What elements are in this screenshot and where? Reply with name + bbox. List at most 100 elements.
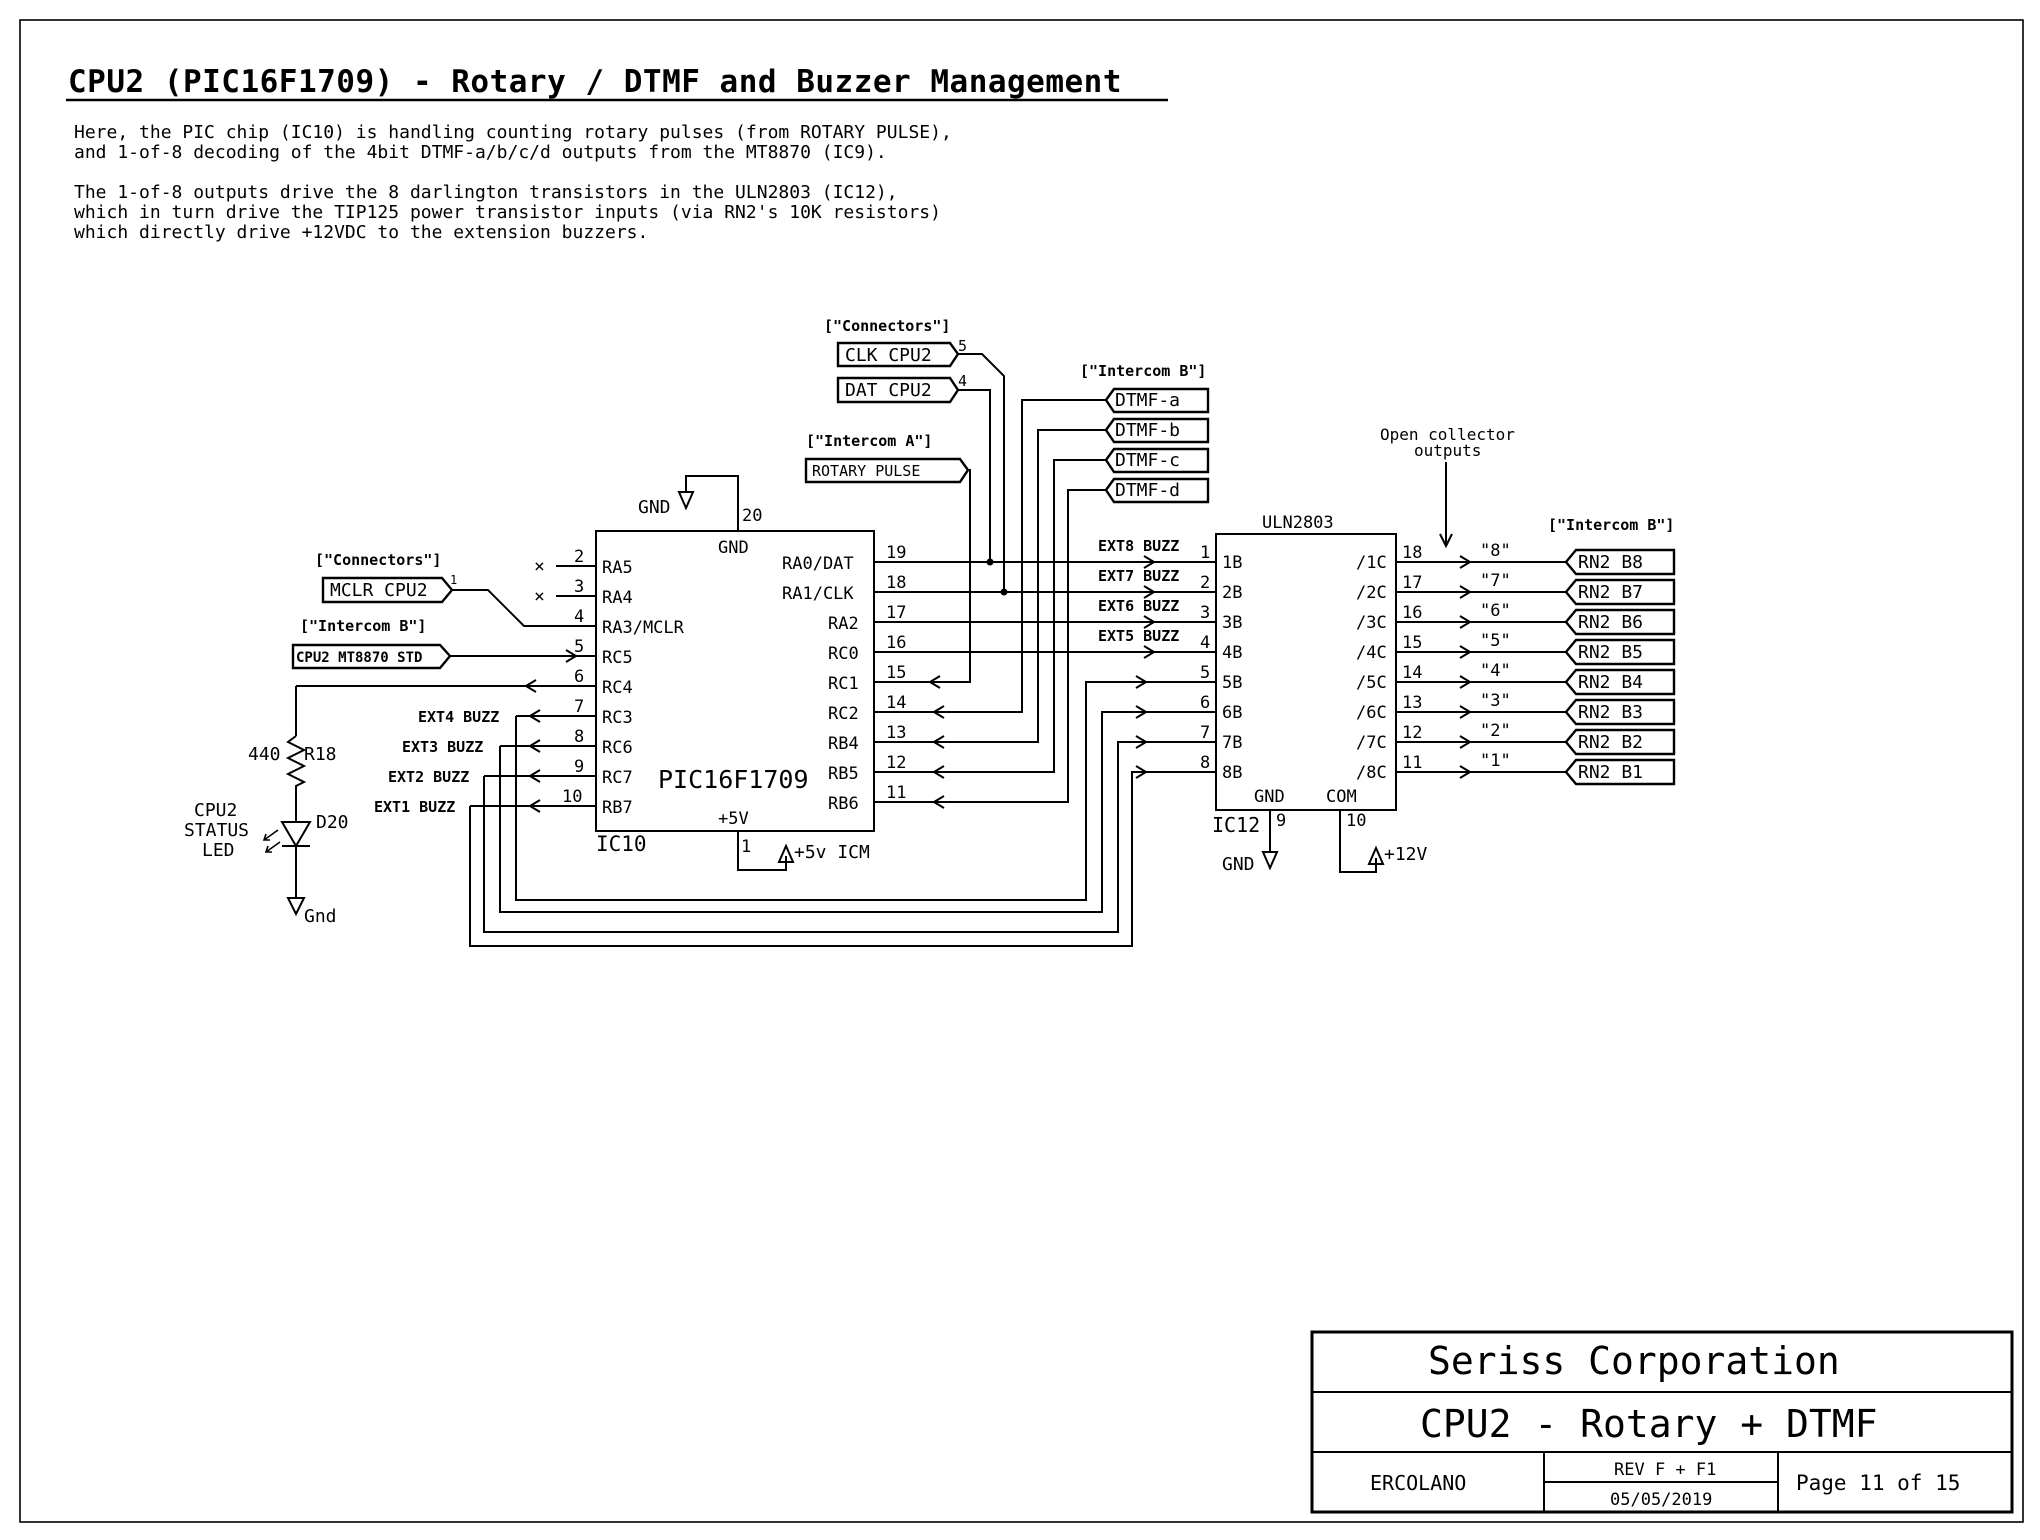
ic12-com-pin: 10: [1346, 811, 1366, 831]
r18-value: 440: [248, 744, 281, 765]
rotary-pulse-port[interactable]: ROTARY PULSE: [804, 457, 970, 484]
mclr-cpu2-pin: 1: [450, 573, 457, 587]
rn2-b1-port[interactable]: RN2 B1: [1564, 758, 1676, 786]
led-label-line2: STATUS: [184, 820, 249, 841]
dat-cpu2-label: DAT CPU2: [845, 380, 932, 401]
dat-cpu2-pin: 4: [958, 372, 967, 390]
svg-text:RN2 B7: RN2 B7: [1578, 582, 1643, 603]
ic12-pin-2c[interactable]: 17/2C"7": [1356, 571, 1566, 603]
net-ext2-buzz: EXT2 BUZZ: [388, 768, 469, 786]
ic10-pin-ra5[interactable]: 2 RA5: [556, 547, 633, 578]
mt8870-std-label: CPU2 MT8870 STD: [296, 650, 422, 666]
svg-text:8: 8: [574, 727, 584, 747]
svg-text:17: 17: [1402, 573, 1422, 593]
sheet-title: CPU2 (PIC16F1709) - Rotary / DTMF and Bu…: [68, 64, 1122, 100]
svg-text:4B: 4B: [1222, 643, 1242, 663]
arrow-rb7: [528, 799, 541, 813]
ic10-pin-rb5[interactable]: 12 RB5: [828, 753, 914, 784]
dtmf-b-port[interactable]: DTMF-b: [1104, 417, 1210, 444]
net-ext7-buzz: EXT7 BUZZ: [1098, 567, 1179, 585]
ic10-pin-ra4[interactable]: 3 RA4: [556, 577, 633, 608]
dtmf-d-label: DTMF-d: [1115, 480, 1180, 501]
r18-ref: R18: [304, 744, 337, 765]
dtmf-a-port[interactable]: DTMF-a: [1104, 387, 1210, 414]
svg-text:RB5: RB5: [828, 764, 859, 784]
ic12-pin-3c[interactable]: 16/3C"6": [1356, 601, 1566, 633]
ic10-pin-rc5[interactable]: 5 RC5: [450, 637, 633, 668]
ic10-ra4-nc-mark: ×: [534, 586, 545, 607]
rn2-b4-port[interactable]: RN2 B4: [1564, 668, 1676, 696]
dtmf-d-port[interactable]: DTMF-d: [1104, 477, 1210, 504]
ic12-pin-5c[interactable]: 14/5C"4": [1356, 661, 1566, 693]
ic10-pin-rb4[interactable]: 13 RB4: [828, 723, 914, 754]
svg-text:RC1: RC1: [828, 674, 859, 694]
dtmf-b-label: DTMF-b: [1115, 420, 1180, 441]
svg-text:RC4: RC4: [602, 678, 633, 698]
svg-text:RN2 B3: RN2 B3: [1578, 702, 1643, 723]
dtmf-c-port[interactable]: DTMF-c: [1104, 447, 1210, 474]
rn2-b3-port[interactable]: RN2 B3: [1564, 698, 1676, 726]
description-line-5: which directly drive +12VDC to the exten…: [74, 222, 648, 243]
svg-text:16: 16: [886, 633, 906, 653]
ic10-pin-ra0-dat[interactable]: 19 RA0/DAT: [782, 543, 914, 574]
arrow-dtmf-d: [932, 795, 945, 809]
svg-text:15: 15: [1402, 633, 1422, 653]
clk-cpu2-port[interactable]: CLK CPU2: [836, 341, 960, 368]
ic10-pin-ra1-clk[interactable]: 18 RA1/CLK: [782, 573, 914, 604]
svg-text:/7C: /7C: [1356, 733, 1387, 753]
dat-cpu2-port[interactable]: DAT CPU2: [836, 376, 960, 404]
rn2-b7-port[interactable]: RN2 B7: [1564, 578, 1676, 606]
mt8870-std-port[interactable]: CPU2 MT8870 STD: [291, 643, 452, 670]
ic10-pin-rc7[interactable]: 9 RC7: [484, 757, 633, 788]
ic12-pin-8c[interactable]: 11/8C"1": [1356, 751, 1566, 783]
ic12-pin-6c[interactable]: 13/6C"3": [1356, 691, 1566, 723]
ic10-gnd-net: GND: [638, 497, 671, 518]
led-d20[interactable]: [262, 821, 312, 898]
arrow-ext8: [1143, 555, 1156, 569]
ic12-pin-1c[interactable]: 18/1C"8": [1356, 541, 1566, 573]
resistor-r18[interactable]: [285, 735, 307, 822]
rn2-b2-port[interactable]: RN2 B2: [1564, 728, 1676, 756]
ic10-gnd-symbol: [677, 491, 695, 511]
ic10-pin-rc6[interactable]: 8 RC6: [500, 727, 633, 758]
mclr-cpu2-label: MCLR CPU2: [330, 580, 428, 601]
rn2-b5-port[interactable]: RN2 B5: [1564, 638, 1676, 666]
description-line-3: The 1-of-8 outputs drive the 8 darlingto…: [74, 182, 898, 203]
ic12-pin-4c[interactable]: 15/4C"5": [1356, 631, 1566, 663]
ic10-pin-rb6[interactable]: 11 RB6: [828, 783, 914, 814]
mclr-cpu2-port[interactable]: MCLR CPU2: [321, 576, 454, 604]
rn2-b6-port[interactable]: RN2 B6: [1564, 608, 1676, 636]
svg-text:7: 7: [574, 697, 584, 717]
ic10-pin-ra2[interactable]: 17 RA2: [828, 603, 914, 634]
svg-text:RC6: RC6: [602, 738, 633, 758]
ic10-pin-rc0[interactable]: 16 RC0: [828, 633, 914, 664]
ic12-gnd-symbol: [1261, 851, 1279, 871]
dtmf-a-label: DTMF-a: [1115, 390, 1180, 411]
ic10-pin-rc4[interactable]: 6 RC4: [296, 667, 633, 698]
svg-text:14: 14: [1402, 663, 1422, 683]
ic12-body: [1215, 533, 1397, 811]
clk-cpu2-pin: 5: [958, 337, 967, 355]
ic10-pin-rc2[interactable]: 14 RC2: [828, 693, 914, 724]
svg-text:RA2: RA2: [828, 614, 859, 634]
ic10-pin-rc3[interactable]: 7 RC3: [516, 697, 633, 728]
wire-dtmf-c: [914, 459, 1106, 773]
ic10-pin-rc1[interactable]: 15 RC1: [828, 663, 914, 694]
ic10-pin-rb7[interactable]: 10 RB7: [470, 787, 633, 818]
rn2-b8-port[interactable]: RN2 B8: [1564, 548, 1676, 576]
svg-text:RN2 B6: RN2 B6: [1578, 612, 1643, 633]
ic10-vcc-symbol: [777, 843, 795, 863]
ic12-pin-7c[interactable]: 12/7C"2": [1356, 721, 1566, 753]
ic10-pin-ra3-mclr[interactable]: 4 RA3/MCLR: [526, 607, 685, 638]
wire-dtmf-b: [914, 429, 1106, 743]
svg-text:RC5: RC5: [602, 648, 633, 668]
svg-text:RA3/MCLR: RA3/MCLR: [602, 618, 685, 638]
